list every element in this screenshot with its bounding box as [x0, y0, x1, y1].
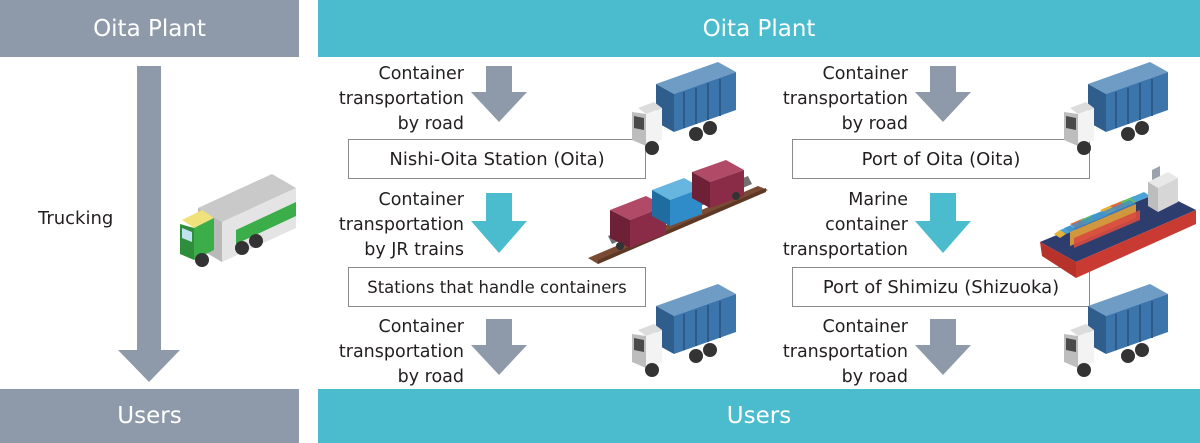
rail-step3-label: Container transportation by road: [330, 315, 464, 390]
sea-step1-line1: Container: [822, 64, 908, 84]
sea-step1-label: Container transportation by road: [774, 62, 908, 137]
sea-step3-line1: Container: [822, 317, 908, 337]
sea-step2-label: Marine container transportation: [774, 188, 908, 263]
sea-step2-line1: Marine: [848, 190, 908, 210]
rail-destination-label: Stations that handle containers: [367, 277, 627, 297]
rail-step1-line2: transportation: [338, 89, 464, 109]
sea-step2-line3: transportation: [782, 240, 908, 260]
rail-origin-station-box: Nishi-Oita Station (Oita): [348, 139, 646, 179]
trucking-arrow: [118, 66, 180, 382]
container-truck-icon: [1064, 62, 1168, 155]
right-footer-title: Users: [726, 403, 792, 429]
right-header-title: Oita Plant: [702, 15, 816, 42]
container-truck-icon: [1064, 284, 1168, 377]
sea-step3-line2: transportation: [782, 342, 908, 362]
rail-origin-station-label: Nishi-Oita Station (Oita): [389, 148, 605, 170]
sea-step3-line3: by road: [841, 367, 908, 387]
sea-origin-port-label: Port of Oita (Oita): [861, 148, 1021, 170]
rail-destination-box: Stations that handle containers: [348, 267, 646, 307]
sea-origin-port-box: Port of Oita (Oita): [792, 139, 1090, 179]
left-footer: Users: [0, 389, 299, 443]
rail-step2-line1: Container: [378, 190, 464, 210]
sea-step2-line2: container: [825, 215, 908, 235]
freight-train-icon: [588, 160, 768, 264]
rail-step2-line3: by JR trains: [364, 240, 464, 260]
rail-step1-line3: by road: [397, 114, 464, 134]
right-header: Oita Plant: [318, 0, 1200, 57]
sea-step2-arrow: [915, 193, 971, 253]
left-header-title: Oita Plant: [93, 15, 206, 42]
container-truck-icon: [632, 284, 736, 377]
rail-step2-label: Container transportation by JR trains: [330, 188, 464, 263]
right-footer: Users: [318, 389, 1200, 443]
sea-step1-line2: transportation: [782, 89, 908, 109]
rail-step1-line1: Container: [378, 64, 464, 84]
sea-step3-label: Container transportation by road: [774, 315, 908, 390]
rail-step2-arrow: [471, 193, 527, 253]
container-ship-icon: [1040, 166, 1196, 278]
sea-destination-label: Port of Shimizu (Shizuoka): [822, 276, 1060, 298]
rail-step1-label: Container transportation by road: [330, 62, 464, 137]
rail-step2-line2: transportation: [338, 215, 464, 235]
sea-step1-line3: by road: [841, 114, 908, 134]
sea-step3-arrow: [915, 319, 971, 375]
sea-step1-arrow: [915, 66, 971, 122]
rail-step3-arrow: [471, 319, 527, 375]
green-truck-icon: [180, 174, 296, 267]
container-truck-icon: [632, 62, 736, 155]
rail-step1-arrow: [471, 66, 527, 122]
left-header: Oita Plant: [0, 0, 299, 57]
rail-step3-line3: by road: [397, 367, 464, 387]
rail-step3-line2: transportation: [338, 342, 464, 362]
left-footer-title: Users: [117, 403, 182, 429]
trucking-label: Trucking: [38, 208, 114, 229]
sea-destination-box: Port of Shimizu (Shizuoka): [792, 267, 1090, 307]
rail-step3-line1: Container: [378, 317, 464, 337]
